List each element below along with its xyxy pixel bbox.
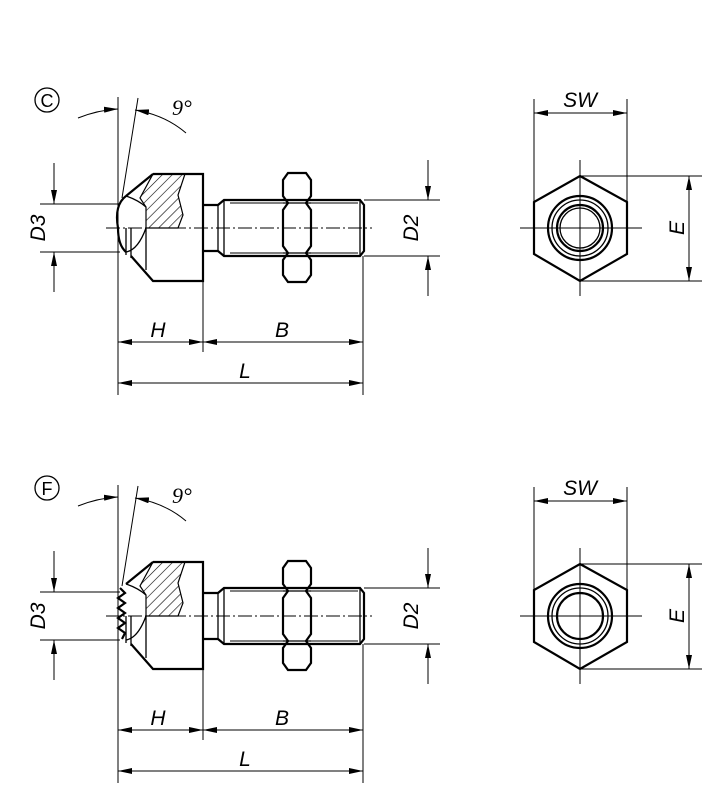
d2-label: D2: [400, 602, 423, 629]
angle-line: [121, 485, 139, 587]
hex-nut: [281, 171, 313, 284]
view-F: F 9°: [27, 475, 702, 783]
dimension-d3: D3: [27, 163, 120, 292]
dimension-d2: D2: [364, 548, 440, 684]
l-label: L: [239, 360, 251, 383]
b-label: B: [275, 707, 289, 730]
dimension-lengths: H B L: [118, 644, 364, 783]
angle-line: [121, 97, 139, 199]
l-label: L: [239, 748, 251, 771]
part-end-view: [520, 548, 642, 684]
e-label: E: [666, 608, 689, 623]
variant-label: F: [34, 475, 60, 501]
angle-dimension: 9°: [77, 483, 192, 783]
sw-label: SW: [563, 477, 599, 500]
part-side-view: [106, 171, 372, 284]
variant-letter: F: [42, 479, 53, 499]
dimension-d2: D2: [364, 160, 440, 296]
part-end-view: [520, 160, 642, 296]
part-side-view: [106, 559, 372, 672]
dimension-sw: SW: [533, 89, 628, 202]
variant-label: C: [34, 87, 60, 113]
dimension-sw: SW: [533, 477, 628, 590]
hex-nut: [281, 559, 313, 672]
sw-label: SW: [563, 89, 599, 112]
e-label: E: [666, 220, 689, 235]
d2-label: D2: [400, 214, 423, 241]
view-C: C 9°: [27, 87, 702, 395]
dimension-e: E: [580, 175, 702, 282]
h-label: H: [150, 319, 166, 342]
angle-label: 9°: [172, 483, 192, 508]
dimension-lengths: H B L: [118, 256, 364, 395]
d3-label: D3: [27, 214, 50, 241]
b-label: B: [275, 319, 289, 342]
dimension-e: E: [580, 563, 702, 670]
h-label: H: [150, 707, 166, 730]
d3-label: D3: [27, 602, 50, 629]
dimension-d3: D3: [27, 551, 120, 680]
angle-dimension: 9°: [77, 95, 192, 395]
variant-letter: C: [41, 91, 54, 111]
angle-label: 9°: [172, 95, 192, 120]
